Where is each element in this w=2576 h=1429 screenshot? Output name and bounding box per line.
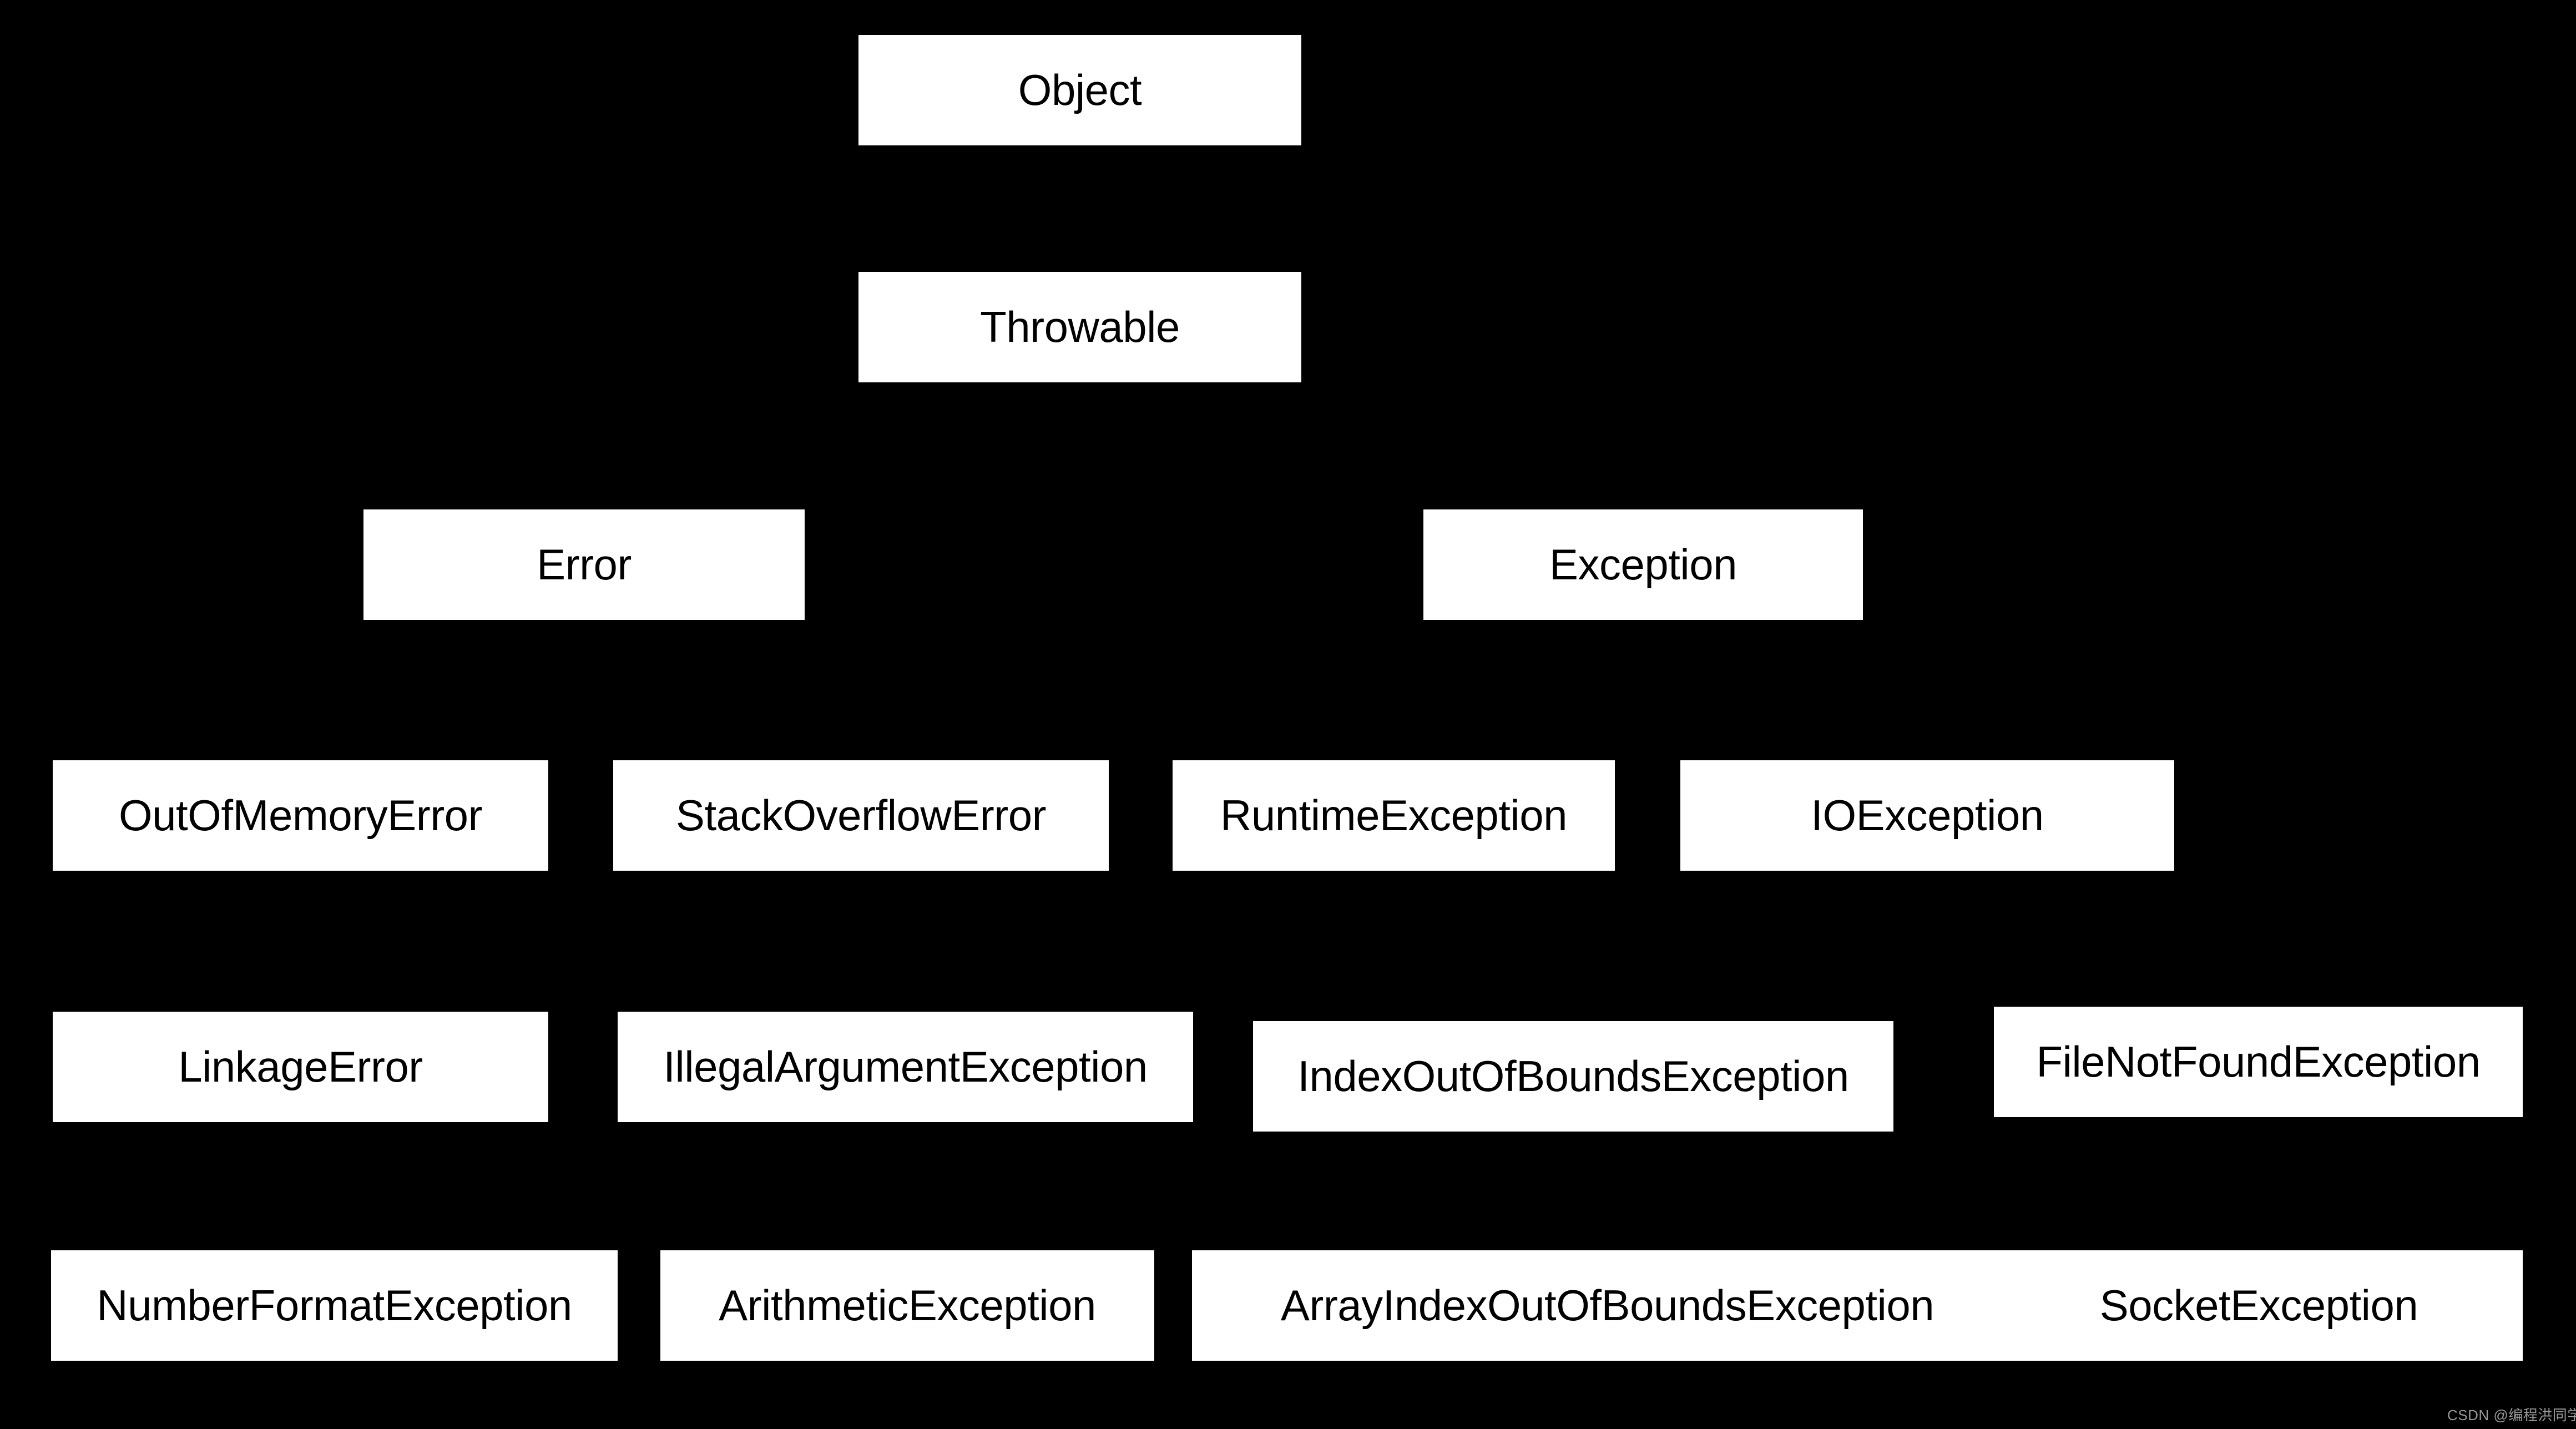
node-file-not-found-exception: FileNotFoundException (1994, 1007, 2523, 1117)
node-exception: Exception (1423, 509, 1863, 620)
node-stack-overflow-error: StackOverflowError (613, 760, 1109, 871)
node-illegal-argument-exception: IllegalArgumentException (618, 1012, 1193, 1122)
node-io-exception: IOException (1680, 760, 2174, 871)
node-number-format-exception: NumberFormatException (51, 1250, 618, 1361)
node-error: Error (363, 509, 805, 620)
node-linkage-error: LinkageError (53, 1012, 548, 1122)
node-runtime-exception: RuntimeException (1173, 760, 1615, 871)
csdn-watermark: CSDN @编程洪同学 (2447, 1407, 2576, 1423)
node-array-index-out-of-bounds-exception: ArrayIndexOutOfBoundsException (1192, 1250, 2023, 1361)
node-throwable: Throwable (858, 272, 1301, 382)
node-socket-exception: SocketException (1995, 1250, 2523, 1361)
node-arithmetic-exception: ArithmeticException (660, 1250, 1154, 1361)
node-index-out-of-bounds-exception: IndexOutOfBoundsException (1253, 1021, 1893, 1132)
node-object: Object (858, 35, 1301, 145)
node-out-of-memory-error: OutOfMemoryError (53, 760, 548, 871)
